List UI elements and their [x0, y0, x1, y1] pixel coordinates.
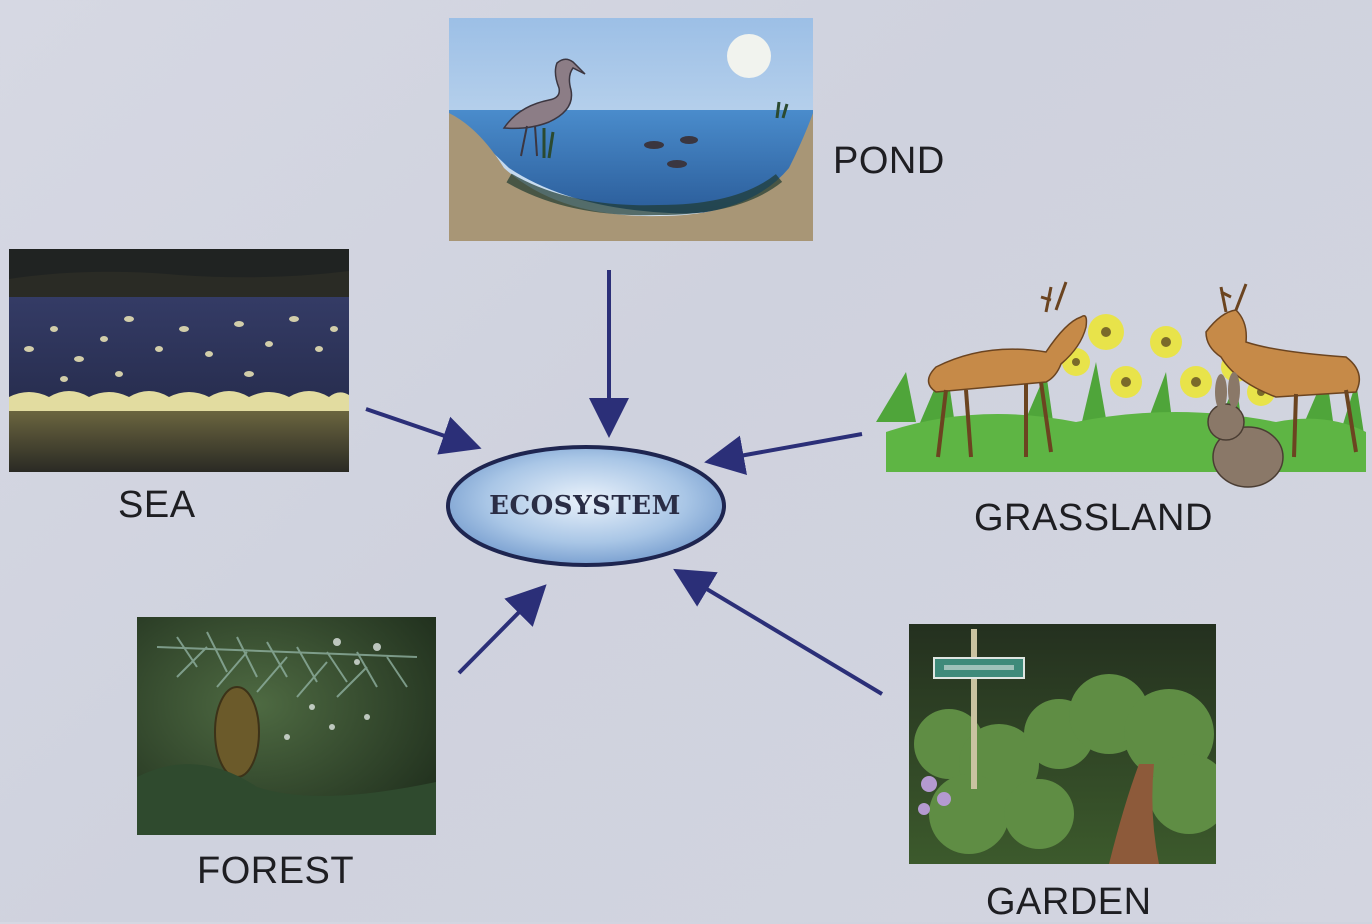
- arrow-forest: [459, 590, 541, 673]
- arrow-garden: [680, 573, 882, 694]
- garden-label: GARDEN: [986, 881, 1152, 924]
- pond-image: [449, 18, 813, 241]
- sea-image: [9, 249, 349, 472]
- pond-label: POND: [833, 140, 945, 183]
- grassland-label: GRASSLAND: [974, 497, 1213, 540]
- grassland-image: [876, 272, 1366, 490]
- sea-label: SEA: [118, 484, 196, 527]
- forest-label: FOREST: [197, 850, 354, 893]
- ecosystem-center-label: ECOSYSTEM: [447, 446, 723, 566]
- forest-image: [137, 617, 436, 835]
- arrow-grassland: [712, 434, 862, 461]
- garden-image: [909, 624, 1216, 864]
